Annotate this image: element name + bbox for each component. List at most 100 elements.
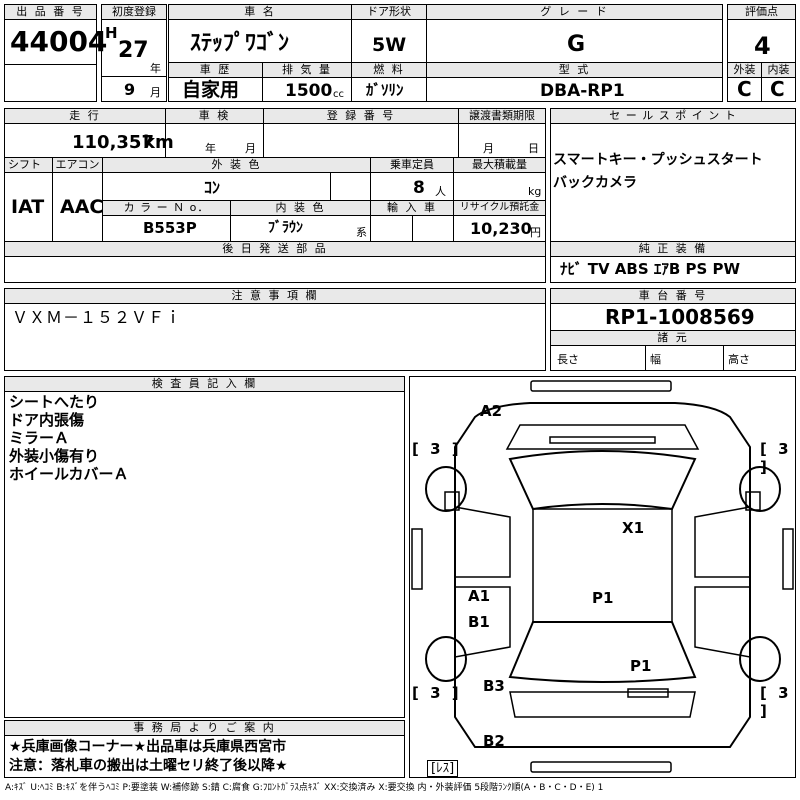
grade-label: グ レ ー ド: [427, 5, 722, 20]
door: 5W: [372, 34, 407, 56]
capacity-unit: 人: [435, 185, 446, 198]
inspection-label: 車 検: [166, 109, 263, 124]
chassis-label: 車 台 番 号: [551, 289, 795, 304]
office-block: [4, 720, 405, 778]
max-load-unit: kg: [528, 185, 542, 198]
mark-b3: B3: [483, 677, 505, 695]
lot-number: 44004: [10, 25, 108, 58]
specs-label: 諸 元: [551, 331, 795, 346]
reg-month: 9: [124, 80, 136, 99]
ext-color: ｺﾝ: [204, 178, 221, 197]
fuel-label: 燃 料: [352, 63, 426, 78]
chassis-block: [550, 288, 796, 371]
displacement: 1500: [285, 81, 333, 101]
shift-label: シフト: [5, 158, 52, 173]
height-label: 高さ: [728, 353, 750, 366]
inspector-line-5: ホイールカバーＡ: [9, 465, 129, 483]
model: DBA-RP1: [540, 81, 625, 101]
mark-p1-rear: P1: [630, 657, 652, 675]
ext-color-label: 外 装 色: [103, 158, 370, 173]
mark-a1: A1: [468, 587, 491, 605]
int-color: ﾌﾞﾗｳﾝ: [268, 220, 303, 236]
fuel: ｶﾞｿﾘﾝ: [366, 81, 404, 99]
era: H: [105, 24, 118, 42]
recycle-label: リサイクル預託金: [454, 201, 545, 216]
color-no-label: カ ラ ー Ｎ o．: [103, 201, 230, 216]
lot-label: 出 品 番 号: [5, 5, 96, 20]
office-line-1: ★兵庫画像コーナー★出品車は兵庫県西宮市: [9, 739, 287, 755]
capacity: 8: [413, 178, 425, 198]
reg-year: 27: [118, 38, 149, 63]
mark-b2: B2: [483, 732, 505, 750]
model-label: 型 式: [427, 63, 722, 78]
caution-label: 注 意 事 項 欄: [5, 289, 545, 304]
legend: A:ｷｽﾞ U:ﾍｺﾐ B:ｷｽﾞを伴うﾍｺﾐ P:要塗装 W:補修跡 S:錆 …: [5, 783, 604, 793]
equipment-label: 純 正 装 備: [551, 242, 795, 257]
sales-point-2: バックカメラ: [553, 175, 637, 191]
history: 自家用: [182, 79, 240, 101]
ac-label: エアコン: [53, 158, 102, 173]
inspector-label: 検 査 員 記 入 欄: [5, 377, 404, 392]
vehicle-info-block: [4, 108, 546, 283]
door-label: ドア形状: [352, 5, 426, 20]
spare-tire: [ﾚｽ]: [427, 760, 459, 777]
sales-point-label: セ ー ル ス ポ イ ン ト: [551, 109, 795, 124]
score-label: 評価点: [728, 5, 795, 20]
int-color-suffix: 系: [356, 226, 367, 239]
inspector-block: [4, 376, 405, 718]
transfer-month-unit: 月: [483, 142, 494, 155]
length-label: 長さ: [557, 353, 579, 366]
interior-grade: C: [770, 77, 785, 101]
tire-front-right: [ 3 ]: [760, 440, 792, 476]
recycle-unit: 円: [530, 226, 541, 239]
car-name-label: 車 名: [169, 5, 351, 20]
sales-point-1: スマートキー・プッシュスタート: [553, 152, 763, 168]
mileage-label: 走 行: [5, 109, 165, 124]
max-load-label: 最大積載量: [454, 158, 545, 173]
exterior-grade: C: [737, 77, 752, 101]
later-parts-label: 後 日 発 送 部 品: [5, 242, 545, 257]
ac: AAC: [60, 196, 104, 218]
grade: G: [567, 32, 586, 57]
office-line-2: 注意：落札車の搬出は土曜セリ終了後以降★: [9, 758, 288, 774]
damage-diagram: A2 X1 A1 B1 P1 P1 B3 B2 [ 3 ] [ 3 ] [ 3 …: [409, 376, 796, 778]
displacement-unit: cc: [333, 89, 344, 100]
caution-block: [4, 288, 546, 371]
tire-rear-left: [ 3 ]: [412, 684, 462, 702]
mark-b1: B1: [468, 613, 490, 631]
equipment: ﾅﾋﾞ TV ABS ｴｱB PS PW: [560, 260, 741, 278]
reg-number-label: 登 録 番 号: [264, 109, 458, 124]
first-reg-box: [101, 4, 167, 102]
sales-point-block: [550, 108, 796, 283]
tire-rear-right: [ 3 ]: [760, 684, 792, 720]
inspector-line-2: ドア内張傷: [9, 411, 85, 429]
mark-a2: A2: [480, 402, 503, 420]
first-reg-label: 初度登録: [102, 5, 166, 20]
history-label: 車 歴: [169, 63, 262, 78]
inspector-line-4: 外装小傷有り: [9, 447, 100, 465]
caution: ＶＸＭ－１５２ＶＦｉ: [12, 308, 183, 327]
capacity-label: 乗車定員: [371, 158, 453, 173]
chassis: RP1-1008569: [605, 305, 755, 329]
mileage: 110,357: [72, 132, 154, 153]
interior-label: 内装: [762, 63, 795, 78]
int-color-label: 内 装 色: [231, 201, 370, 216]
width-label: 幅: [650, 353, 661, 366]
car-name: ｽﾃｯﾌﾟﾜｺﾞﾝ: [190, 31, 290, 56]
reg-month-unit: 月: [150, 86, 161, 99]
score-box: [727, 4, 796, 102]
exterior-label: 外装: [728, 63, 761, 78]
mileage-unit: km: [143, 132, 174, 153]
car-block: [168, 4, 723, 102]
transfer-day-unit: 日: [528, 142, 539, 155]
office-label: 事 務 局 よ り ご 案 内: [5, 721, 404, 736]
mark-p1-roof: P1: [592, 589, 614, 607]
transfer-label: 譲渡書類期限: [459, 109, 545, 124]
tire-front-left: [ 3 ]: [412, 440, 462, 458]
shift: IAT: [11, 196, 45, 218]
inspection-year-unit: 年: [205, 142, 216, 155]
score: 4: [754, 32, 771, 60]
color-no: B553P: [143, 219, 197, 237]
inspection-month-unit: 月: [245, 142, 256, 155]
mark-x1: X1: [622, 519, 645, 537]
